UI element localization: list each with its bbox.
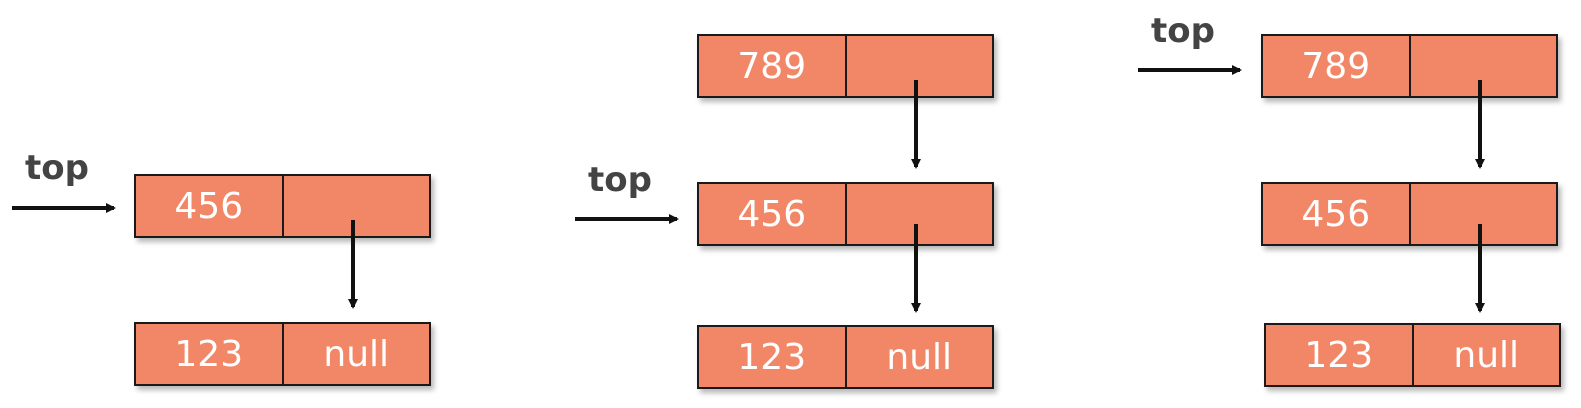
stack-node: 789 bbox=[1261, 34, 1558, 98]
node-next-cell bbox=[1408, 184, 1557, 244]
node-next-cell: null bbox=[1411, 325, 1560, 385]
node-next-cell bbox=[844, 184, 993, 244]
node-data-cell: 456 bbox=[737, 193, 807, 235]
top-pointer-label: top bbox=[588, 160, 652, 200]
stack-node: 456 bbox=[697, 182, 994, 246]
node-next-cell bbox=[1408, 36, 1557, 96]
stack-node: 123 null bbox=[697, 325, 994, 389]
node-data-cell: 456 bbox=[174, 185, 244, 227]
node-next-cell: null bbox=[844, 327, 993, 387]
node-next-cell: null bbox=[281, 324, 430, 384]
node-data-cell: 789 bbox=[1301, 45, 1371, 87]
top-pointer-label: top bbox=[25, 148, 89, 188]
stack-node: 789 bbox=[697, 34, 994, 98]
stack-node: 123 null bbox=[1264, 323, 1561, 387]
node-data-cell: 789 bbox=[737, 45, 807, 87]
stack-node: 456 bbox=[1261, 182, 1558, 246]
node-data-cell: 456 bbox=[1301, 193, 1371, 235]
top-pointer-label: top bbox=[1151, 11, 1215, 51]
node-data-cell: 123 bbox=[174, 333, 244, 375]
stack-node: 456 bbox=[134, 174, 431, 238]
node-next-cell bbox=[844, 36, 993, 96]
node-data-cell: 123 bbox=[1304, 334, 1374, 376]
node-next-cell bbox=[281, 176, 430, 236]
node-data-cell: 123 bbox=[737, 336, 807, 378]
stack-node: 123 null bbox=[134, 322, 431, 386]
